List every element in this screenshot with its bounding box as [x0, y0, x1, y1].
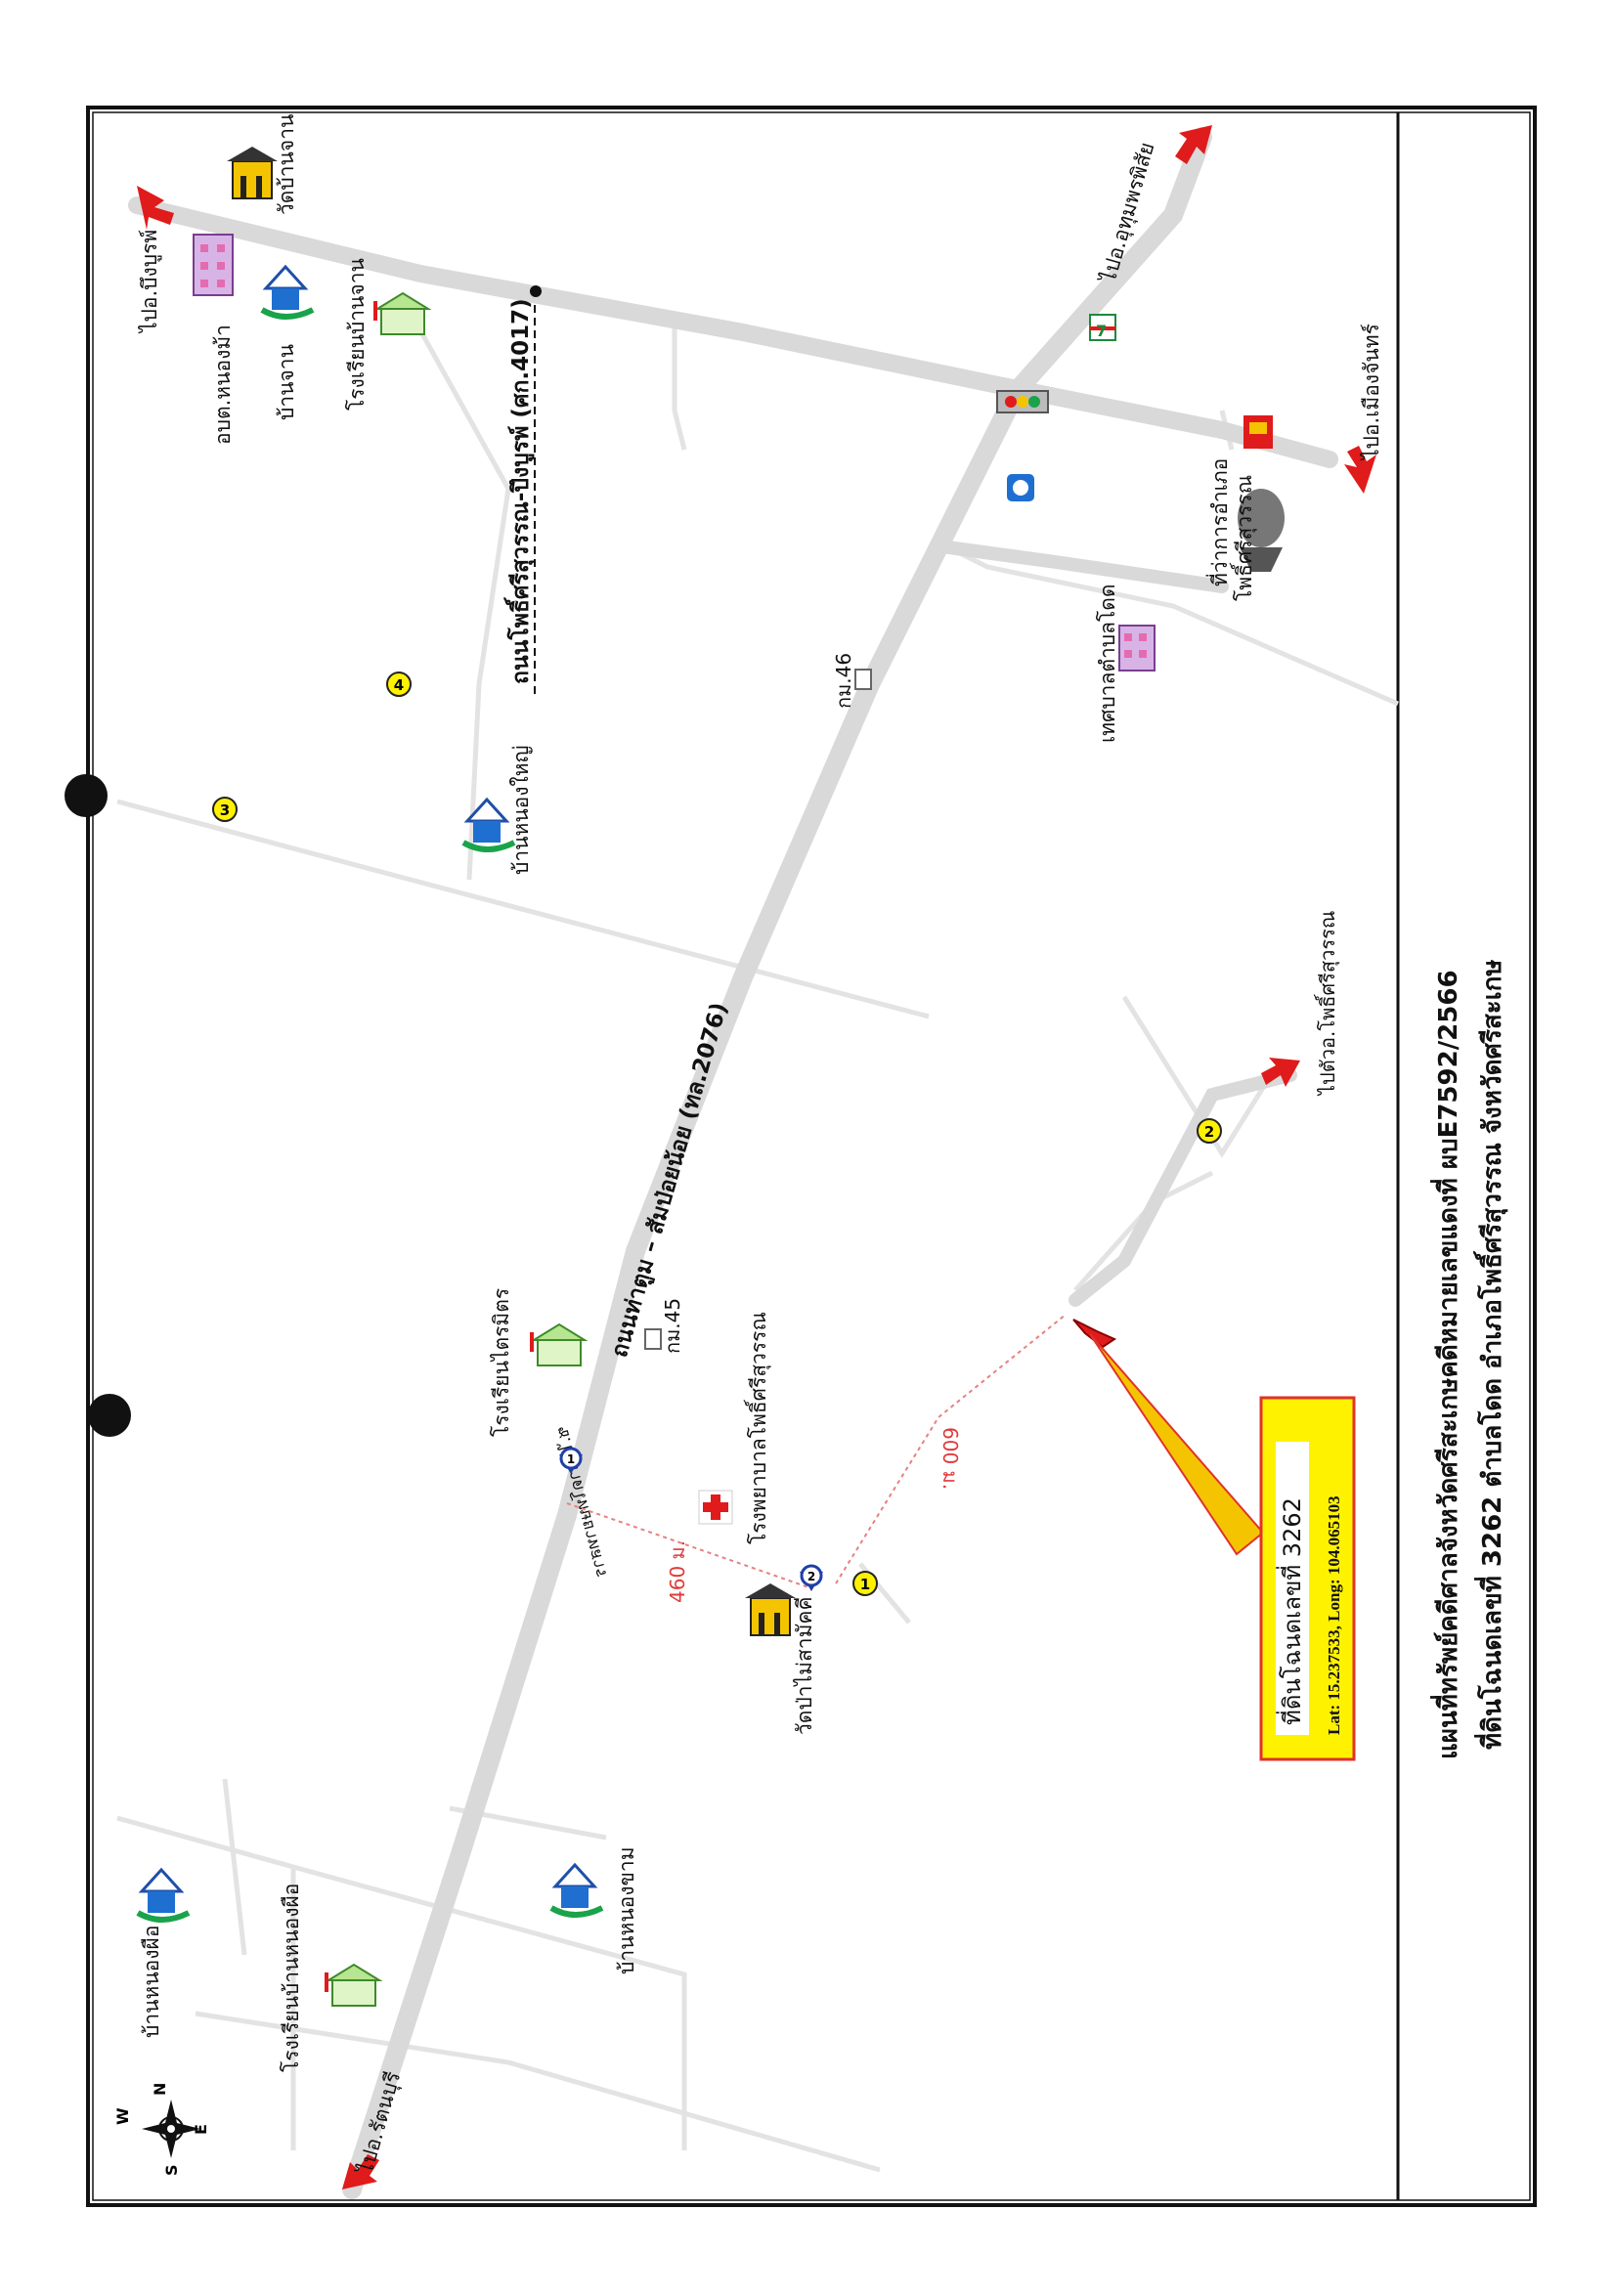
village-icon	[260, 264, 315, 320]
label-ban-nong-yai: บ้านหนองใหญ่	[509, 745, 533, 875]
punch-hole-bottom	[88, 1394, 131, 1437]
label-obt-nong-ma: อบต.หนองม้า	[211, 325, 235, 445]
main-roads	[128, 127, 1338, 2199]
svg-text:3: 3	[220, 801, 230, 819]
dest-label-rattanaburi: ไปอ.รัตนบุรี	[353, 2069, 406, 2179]
temple-icon	[745, 1583, 796, 1636]
marker-4: 4	[386, 671, 412, 697]
svg-text:4: 4	[394, 676, 404, 694]
map-title-line2: ที่ดินโฉนดเลขที่ 3262 ตำบลโดด อำเภอโพธิ์…	[1472, 959, 1508, 1750]
arrow-mueang-chan	[1344, 446, 1376, 494]
property-callout: ที่ดินโฉนดเลขที่ 3262 Lat: 15.237533, Lo…	[1259, 1396, 1356, 1761]
callout-coords: Lat: 15.237533, Long: 104.065103	[1325, 1495, 1343, 1735]
label-school-trai-mit: โรงเรียนไตรมิตร	[490, 1288, 513, 1437]
distance-label-460: 460 ม.	[666, 1540, 689, 1603]
arrow-bueng-burapha	[137, 186, 174, 230]
marker-1: 1	[852, 1571, 878, 1596]
label-km45: กม.45	[661, 1298, 684, 1354]
km-post-icon	[854, 669, 872, 690]
dest-label-mueang-chan: ไปอ.เมืองจันทร์	[1360, 324, 1383, 461]
arrow-uthumphon	[1175, 125, 1212, 164]
svg-text:2: 2	[1204, 1123, 1214, 1141]
school-icon	[530, 1322, 589, 1366]
label-hospital: โรงพยาบาลโพธิ์ศรีสุวรรณ	[743, 1312, 771, 1544]
village-icon	[549, 1862, 604, 1918]
temple-icon	[227, 147, 278, 199]
property-pointer	[1072, 1319, 1265, 1556]
label-ban-nong-kham: บ้านหนองขาม	[615, 1846, 638, 1974]
dest-label-pho-si: ไปตัวอ.โพธิ์ศรีสุวรรณ	[1313, 911, 1340, 1097]
label-wat-pa: วัดป่าไม่สามัคคี	[793, 1596, 816, 1735]
label-district-office-1: ที่ว่าการอำเภอ	[1205, 458, 1232, 586]
road-label-4017-dot	[530, 285, 542, 297]
label-km46: กม.46	[832, 653, 855, 709]
distance-label-600: 600 ม.	[938, 1427, 962, 1490]
map-title-line1: แผนที่ทรัพย์คดีศาลจังหวัดศรีสะเกษคดีหมาย…	[1429, 970, 1463, 1759]
map-border	[86, 106, 1537, 2207]
callout-label: ที่ดินโฉนดเลขที่ 3262	[1276, 1497, 1306, 1725]
arrow-pho-si	[1261, 1058, 1300, 1087]
obt-building-icon	[193, 234, 234, 296]
svg-text:7: 7	[1096, 322, 1107, 340]
svg-text:W: W	[113, 2107, 132, 2125]
post-office-icon	[1243, 415, 1273, 449]
distance-line-600	[835, 1314, 1067, 1584]
km-post-icon	[644, 1328, 662, 1350]
map-border-inner	[92, 111, 1531, 2201]
label-wat-ban-chan: วัดบ้านจาน	[275, 114, 298, 215]
tessaban-icon	[1118, 625, 1156, 671]
label-district-office-2: โพธิ์ศรีสุวรรณ	[1229, 475, 1257, 601]
minor-roads	[116, 311, 1399, 2173]
label-school-nong-phue: โรงเรียนบ้านหนองผือ	[280, 1884, 303, 2072]
bank-icon	[1007, 474, 1034, 501]
traffic-light-icon	[996, 390, 1049, 413]
label-ban-nong-phue: บ้านหนองผือ	[140, 1926, 163, 2038]
district-office-icon	[1238, 489, 1285, 572]
punch-hole-top	[65, 774, 108, 817]
school-icon	[325, 1963, 383, 2007]
hospital-icon	[698, 1490, 733, 1525]
svg-text:N: N	[151, 2083, 169, 2096]
marker-2: 2	[1197, 1118, 1222, 1144]
route-pin-2: 2	[800, 1564, 823, 1591]
svg-text:S: S	[162, 2164, 181, 2176]
compass-rose-icon: N E S W	[113, 2083, 210, 2176]
seven-eleven-icon: 7	[1089, 314, 1116, 341]
route-pin-1: 1	[559, 1447, 583, 1474]
svg-text:E: E	[192, 2124, 210, 2135]
village-icon	[461, 797, 516, 852]
label-school-ban-chan: โรงเรียนบ้านจาน	[345, 258, 369, 411]
school-icon	[373, 291, 432, 335]
arrow-rattanaburi	[342, 2154, 379, 2189]
destination-arrows	[137, 125, 1376, 2189]
village-icon	[136, 1867, 191, 1923]
road-label-4017: ถนนโพธิ์ศรีสุวรรณ-ปึงบูรพ์ (ศก.4017)	[503, 298, 535, 684]
svg-text:1: 1	[567, 1452, 575, 1466]
marker-3: 3	[212, 797, 238, 822]
svg-text:2: 2	[807, 1570, 815, 1583]
dest-label-bueng-burapha: ไปอ.บึงบูรพ์	[138, 230, 162, 334]
svg-text:1: 1	[860, 1576, 870, 1593]
label-ban-chan: บ้านจาน	[275, 344, 298, 420]
label-tessaban: เทศบาลตำบลโดด	[1096, 584, 1119, 743]
